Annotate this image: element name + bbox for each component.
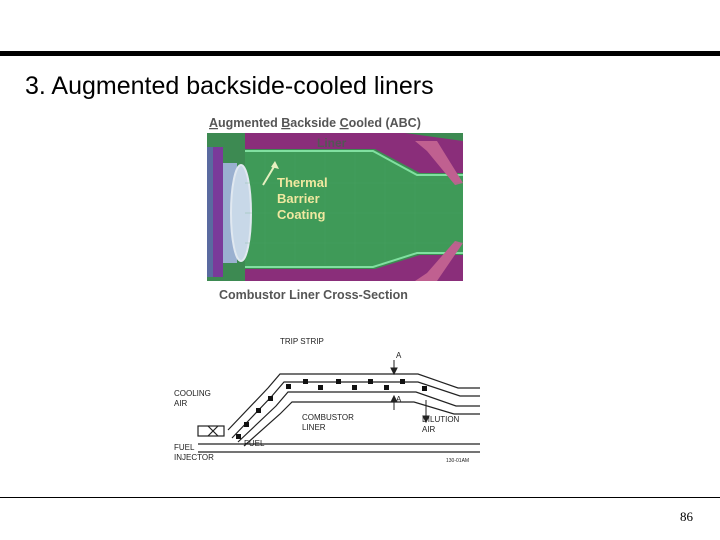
liner-schematic-lines <box>197 373 480 453</box>
coating-label-3: Coating <box>277 207 325 222</box>
abc-figure-caption: Combustor Liner Cross-Section <box>219 288 408 302</box>
bottom-rule <box>0 497 720 498</box>
top-rule <box>0 51 720 56</box>
trip-strip-label: TRIP STRIP <box>280 337 324 346</box>
coating-label-1: Thermal <box>277 175 328 190</box>
abc-liner-figure: Augmented Backside Cooled (ABC) <box>207 116 463 302</box>
section-a-top: A <box>396 351 402 360</box>
combustor-cross-section <box>207 133 463 281</box>
combustor-liner-label-1: COMBUSTOR <box>302 413 354 422</box>
fuel-label: FUEL <box>244 439 265 448</box>
combustor-liner-label-2: LINER <box>302 423 326 432</box>
cooling-air-label-1: COOLING <box>174 389 211 398</box>
cooling-air-label-2: AIR <box>174 399 188 408</box>
liner-schematic-figure: TRIP STRIP A A COOLING AIR COMBUSTOR LIN… <box>174 337 480 464</box>
liner-label: Liner <box>317 136 347 150</box>
section-arrows <box>390 360 430 424</box>
fuel-injector-label-2: INJECTOR <box>174 453 214 462</box>
fuel-injector-label-1: FUEL <box>174 443 195 452</box>
section-a-bottom: A <box>396 395 402 404</box>
coating-arrow <box>262 161 279 186</box>
coating-label-2: Barrier <box>277 191 320 206</box>
figure-code: 130-01AM <box>446 458 469 464</box>
abc-figure-title: Augmented Backside Cooled (ABC) <box>209 116 421 130</box>
dilution-air-label-2: AIR <box>422 425 436 434</box>
trip-strips <box>236 379 427 439</box>
page-number: 86 <box>680 509 693 524</box>
slide-title: 3. Augmented backside-cooled liners <box>25 72 434 100</box>
dilution-air-label-1: DILUTION <box>422 415 460 424</box>
